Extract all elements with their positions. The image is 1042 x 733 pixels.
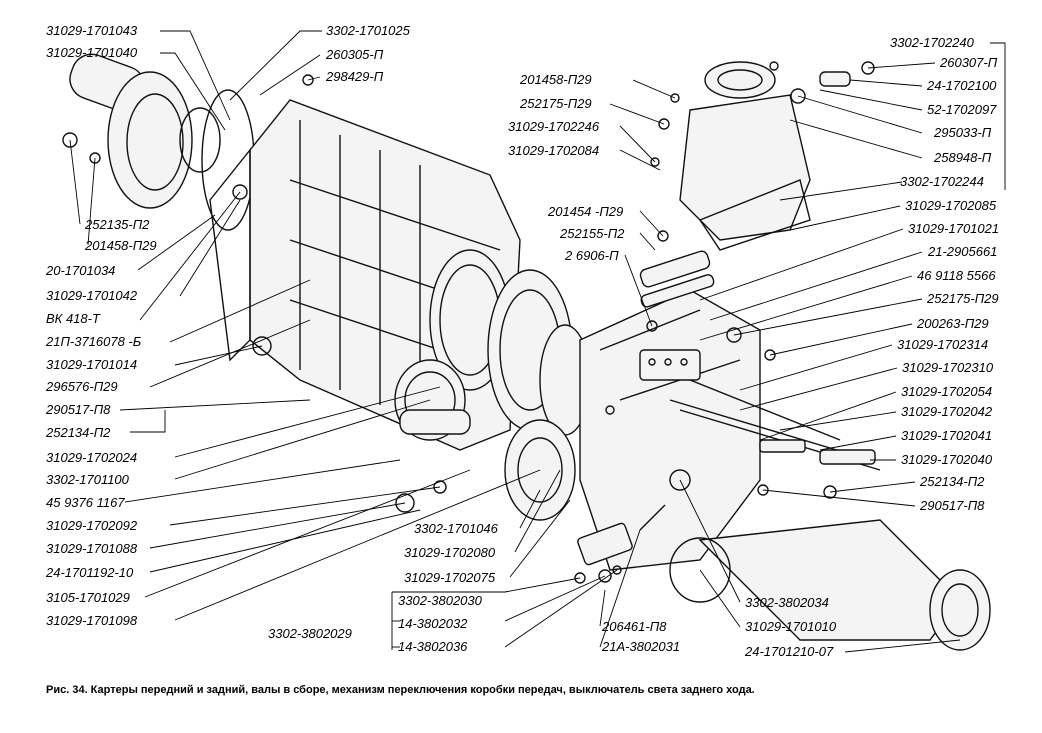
label-31029-1702085: 31029-1702085 — [905, 198, 997, 213]
label-290517-P8-right: 290517-П8 — [919, 498, 985, 513]
label-252134-P2-left: 252134-П2 — [45, 425, 111, 440]
label-31029-1702040: 31029-1702040 — [901, 452, 993, 467]
cover-plate — [639, 230, 715, 332]
label-3302-1701046: 3302-1701046 — [414, 521, 499, 536]
label-31029-1702080: 31029-1702080 — [404, 545, 496, 560]
label-31029-1702084: 31029-1702084 — [508, 143, 599, 158]
label-31029-1701098: 31029-1701098 — [46, 613, 138, 628]
figure-caption: Рис. 34. Картеры передний и задний, валы… — [46, 684, 755, 696]
label-31029-1702314: 31029-1702314 — [897, 337, 988, 352]
label-260307-P: 260307-П — [939, 55, 998, 70]
reverse-switch — [574, 504, 666, 584]
label-31029-1701042: 31029-1701042 — [46, 288, 138, 303]
part-labels: 31029-1701043 31029-1701040 252135-П2 20… — [45, 23, 999, 659]
label-31029-1702310: 31029-1702310 — [902, 360, 994, 375]
label-31029-1702092: 31029-1702092 — [46, 518, 138, 533]
label-201454-P29: 201454 -П29 — [547, 204, 623, 219]
label-24-1702100: 24-1702100 — [926, 78, 997, 93]
label-21A-3802031: 21А-3802031 — [601, 639, 680, 654]
label-31029-1702041: 31029-1702041 — [901, 428, 992, 443]
label-26906-P: 2 6906-П — [564, 248, 619, 263]
label-200263-P29: 200263-П29 — [916, 316, 989, 331]
label-252175-P29-right: 252175-П29 — [926, 291, 999, 306]
label-31029-1702075: 31029-1702075 — [404, 570, 496, 585]
label-45-9376-1167: 45 9376 1167 — [46, 495, 125, 510]
gear-cluster — [394, 249, 591, 521]
label-VK418-T: ВК 418-Т — [46, 311, 101, 326]
leader-lines — [69, 30, 1006, 653]
label-24-1701210-07: 24-1701210-07 — [744, 644, 834, 659]
label-31029-1702246: 31029-1702246 — [508, 119, 600, 134]
label-290517-P8-left: 290517-П8 — [45, 402, 111, 417]
label-21-2905661: 21-2905661 — [927, 244, 997, 259]
label-31029-1701014: 31029-1701014 — [46, 357, 137, 372]
label-3302-3802030: 3302-3802030 — [398, 593, 483, 608]
label-3105-1701029: 3105-1701029 — [46, 590, 130, 605]
label-24-1701192-10: 24-1701192-10 — [45, 565, 134, 580]
label-3302-1702240: 3302-1702240 — [890, 35, 975, 50]
label-14-3802032: 14-3802032 — [398, 616, 468, 631]
label-20-1701034: 20-1701034 — [45, 263, 115, 278]
rear-extension — [669, 519, 991, 651]
label-298429-P: 298429-П — [325, 69, 384, 84]
label-258948-P: 258948-П — [933, 150, 992, 165]
label-3302-3802029: 3302-3802029 — [268, 626, 352, 641]
label-3302-1701100: 3302-1701100 — [46, 472, 130, 487]
label-31029-1701088: 31029-1701088 — [46, 541, 138, 556]
label-252134-P2-right: 252134-П2 — [919, 474, 985, 489]
rear-housing — [579, 289, 881, 571]
label-201458-P29-center: 201458-П29 — [519, 72, 592, 87]
label-3302-1702244: 3302-1702244 — [900, 174, 984, 189]
label-21P-3716078-B: 21П-3716078 -Б — [45, 334, 142, 349]
label-252155-P2: 252155-П2 — [559, 226, 625, 241]
label-31029-1702042: 31029-1702042 — [901, 404, 993, 419]
parts-drawing — [62, 53, 991, 651]
label-206461-P8: 206461-П8 — [601, 619, 667, 634]
label-3302-3802034: 3302-3802034 — [745, 595, 829, 610]
label-14-3802036: 14-3802036 — [398, 639, 468, 654]
label-31029-1701040: 31029-1701040 — [46, 45, 138, 60]
label-252135-P2: 252135-П2 — [84, 217, 150, 232]
label-46-9118-5566: 46 9118 5566 — [917, 268, 996, 283]
label-31029-1702024: 31029-1702024 — [46, 450, 137, 465]
label-31029-1701010: 31029-1701010 — [745, 619, 837, 634]
selector-housing — [650, 61, 875, 251]
label-31029-1702054: 31029-1702054 — [901, 384, 992, 399]
label-252175-P29-center: 252175-П29 — [519, 96, 592, 111]
label-201458-P29-left: 201458-П29 — [84, 238, 157, 253]
label-260305-P: 260305-П — [325, 47, 384, 62]
label-52-1702097: 52-1702097 — [927, 102, 997, 117]
label-31029-1701021: 31029-1701021 — [908, 221, 999, 236]
label-31029-1701043: 31029-1701043 — [46, 23, 138, 38]
label-295033-P: 295033-П — [933, 125, 992, 140]
label-296576-P29: 296576-П29 — [45, 379, 118, 394]
label-3302-1701025: 3302-1701025 — [326, 23, 411, 38]
